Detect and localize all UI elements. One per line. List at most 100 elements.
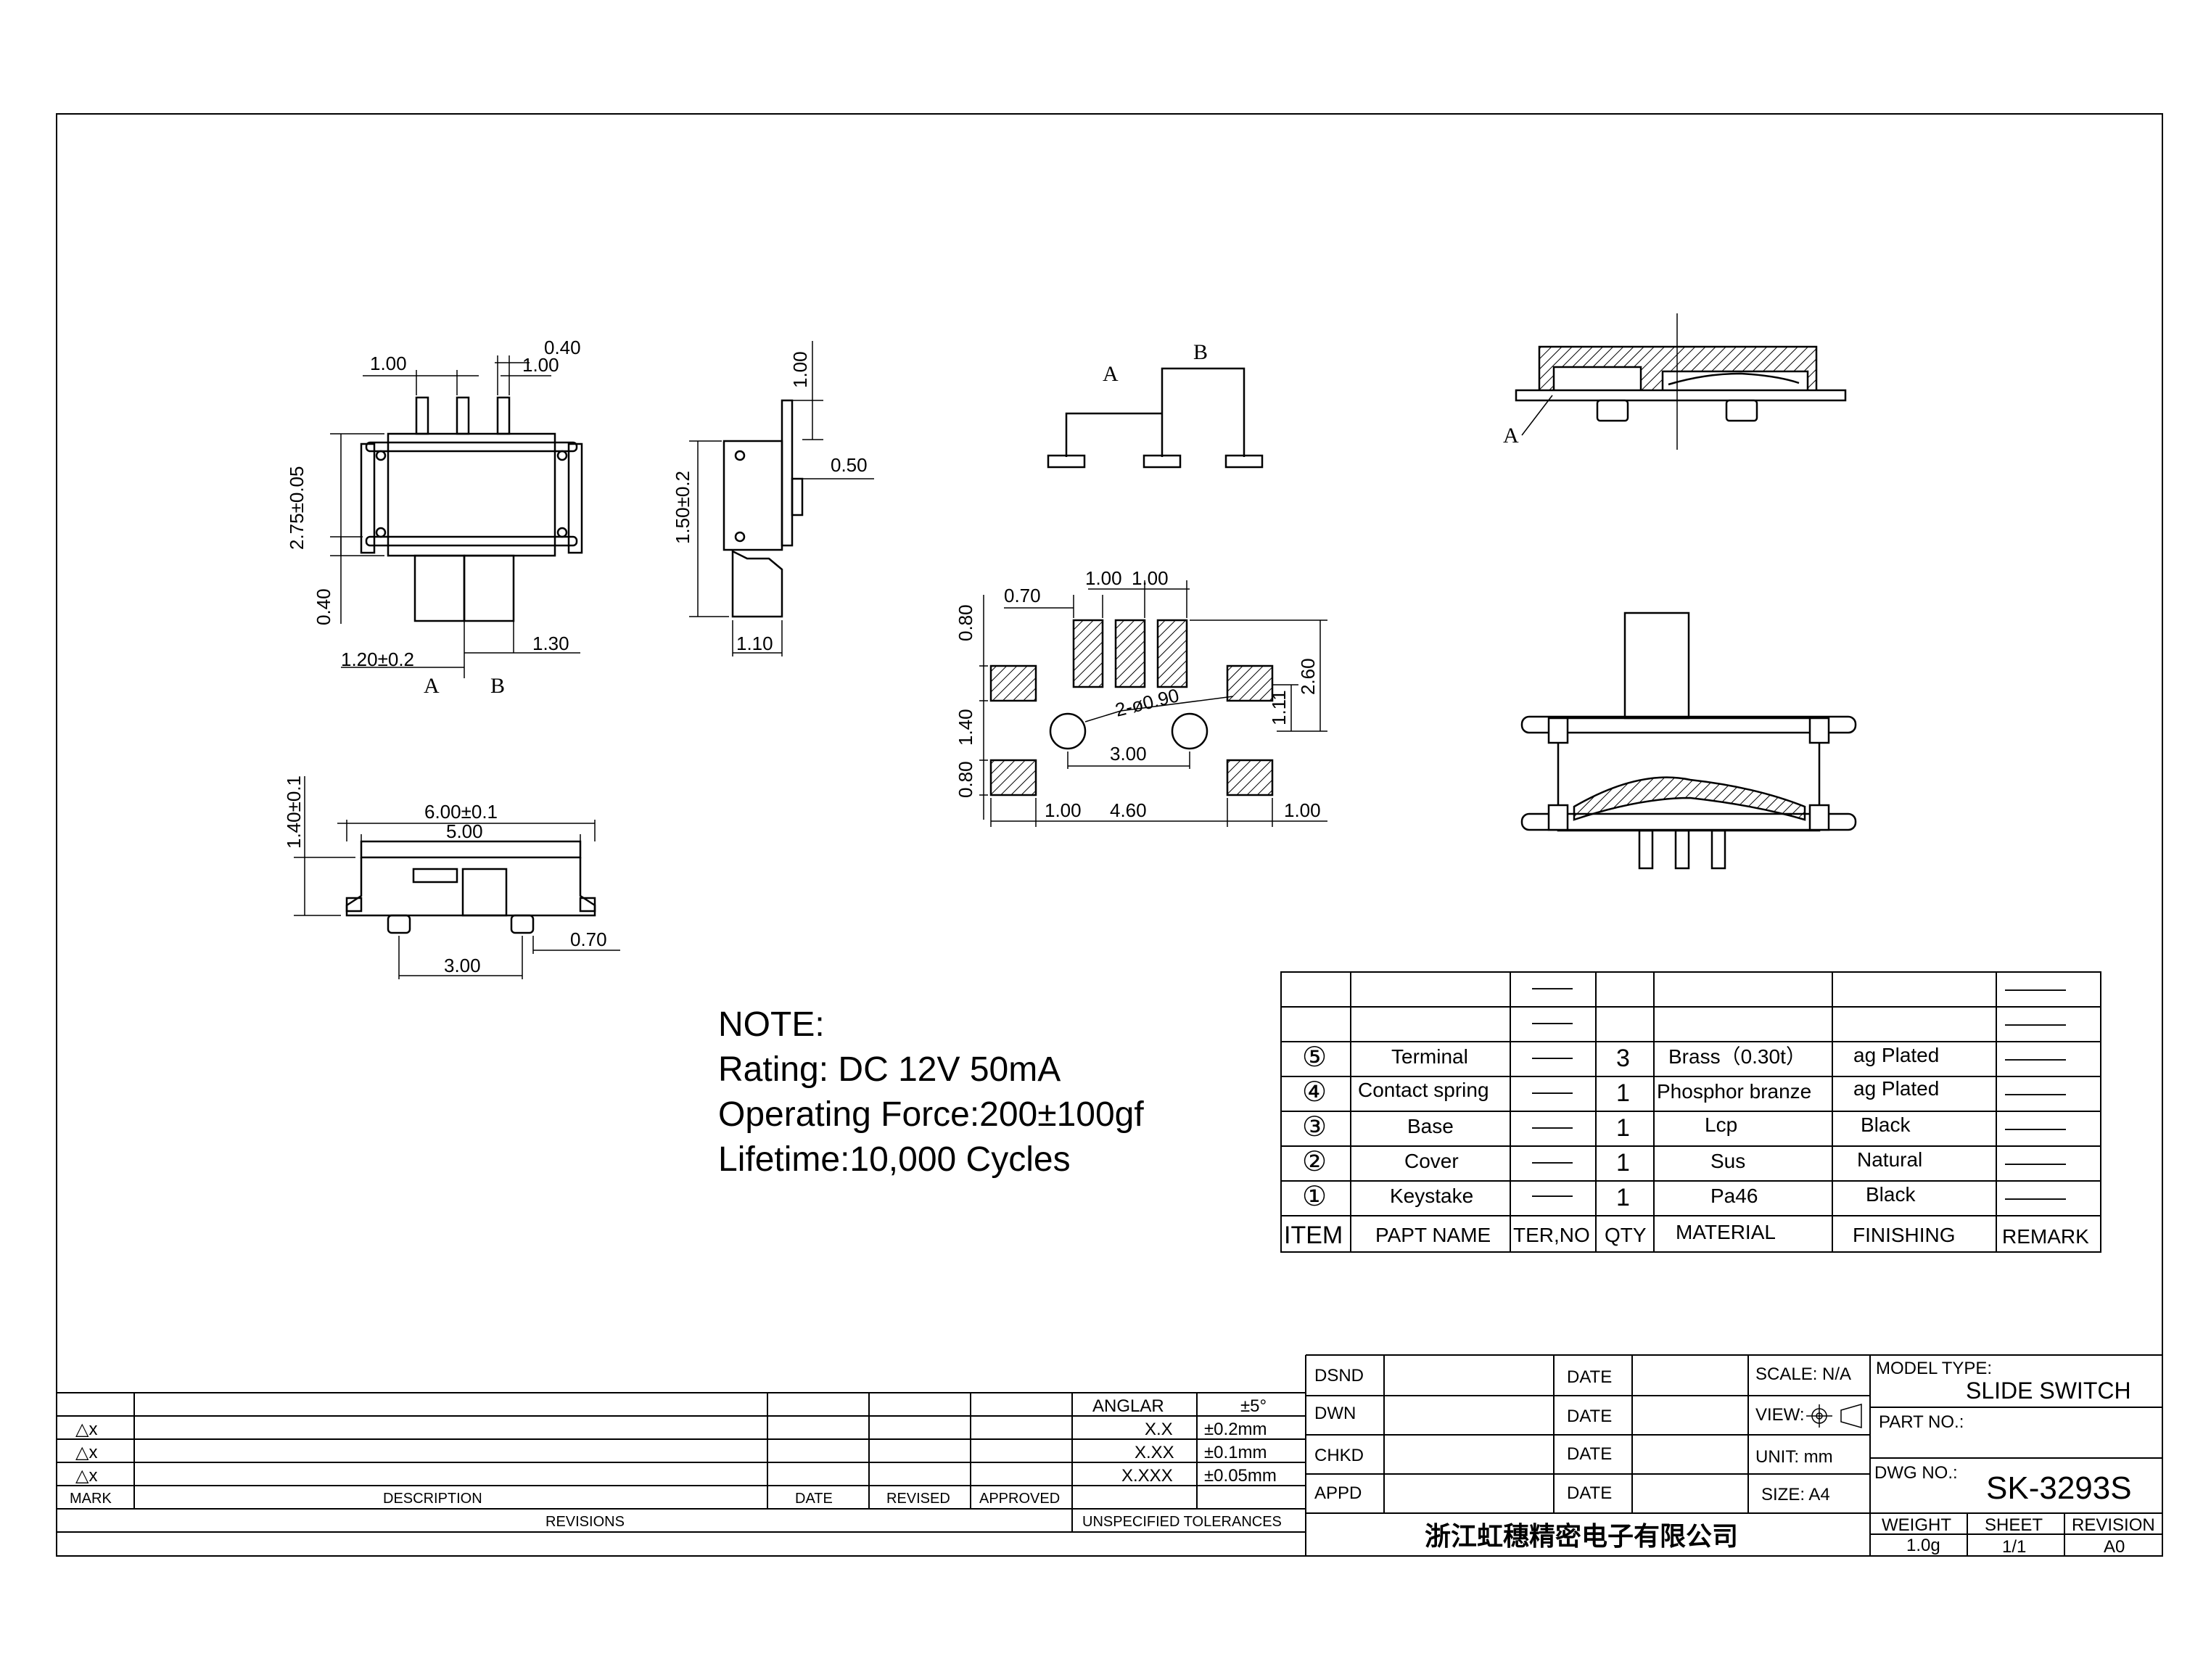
bom-row-qty: 1: [1616, 1184, 1630, 1211]
signoff-date: DATE: [1567, 1367, 1612, 1387]
bom-row-remark: ———: [2005, 1186, 2066, 1208]
bom-row-name: Cover: [1404, 1150, 1459, 1172]
bom-row-material: Brass（0.30t）: [1668, 1045, 1806, 1068]
signoff-role: APPD: [1314, 1483, 1362, 1503]
bom-row-remark: ———: [2005, 1151, 2066, 1174]
bom-header-ter: TER,NO: [1513, 1224, 1590, 1246]
bom-row-finishing: Black: [1861, 1113, 1911, 1136]
dim-0-40-b: 0.40: [313, 588, 334, 625]
pad-dim-1-00-b: 1.00: [1132, 567, 1169, 589]
side-view: [722, 399, 804, 618]
label-a: A: [424, 674, 440, 698]
pad-layout-dims: [979, 580, 1327, 827]
bom-row-ter: ——: [1532, 1080, 1573, 1103]
revision-value: A0: [2104, 1537, 2125, 1557]
top-view-dim-text: 1.00 0.40 1.00 2.75±0.05 0.40 1.20±0.2 1…: [286, 337, 581, 670]
bom-header-item: ITEM: [1284, 1222, 1343, 1249]
signoff-role: CHKD: [1314, 1446, 1364, 1465]
bom-row-qty: 3: [1616, 1045, 1630, 1072]
pad-dim-1-00-c: 1.00: [1045, 799, 1082, 821]
bom-row-qty: 1: [1616, 1114, 1630, 1142]
pad-dim-1-00-a: 1.00: [1085, 567, 1122, 589]
bom-header-remark: REMARK: [2002, 1225, 2089, 1248]
bom-row-qty: 1: [1616, 1079, 1630, 1107]
section-label-a: A: [1503, 424, 1519, 448]
dim-1-00-b: 1.00: [522, 354, 559, 376]
note-title: NOTE:: [718, 1005, 825, 1044]
bom-row-material: Phosphor branze: [1657, 1080, 1811, 1103]
dim-2-75: 2.75±0.05: [286, 466, 308, 550]
model-type: SLIDE SWITCH: [1966, 1378, 2131, 1404]
bom-header-qty: QTY: [1605, 1224, 1647, 1246]
pad-dim-0-80-a: 0.80: [955, 604, 976, 641]
bom-row-item: ③: [1302, 1112, 1327, 1142]
revision-mark: △x: [75, 1443, 97, 1462]
bom-blank-ter-2: ——: [1532, 1010, 1573, 1033]
front-dim-0-70: 0.70: [570, 928, 607, 950]
revision-approved-label: APPROVED: [979, 1491, 1060, 1507]
unit-info: UNIT: mm: [1755, 1447, 1833, 1467]
bom-row-qty: 1: [1616, 1149, 1630, 1177]
bom-row-item: ②: [1302, 1147, 1327, 1177]
pad-layout: [989, 619, 1274, 796]
revision-mark-label: MARK: [70, 1491, 112, 1507]
part-no-label: PART NO.:: [1879, 1412, 1964, 1432]
tolerance-label: X.XX: [1135, 1443, 1174, 1462]
bom-row-name: Keystake: [1390, 1185, 1473, 1207]
pad-dim-4-60: 4.60: [1110, 799, 1147, 821]
note-force: Operating Force:200±100gf: [718, 1095, 1144, 1134]
top-view-dims: [330, 355, 580, 678]
bom-row-name: Terminal: [1391, 1045, 1468, 1068]
bom-row-ter: ——: [1532, 1115, 1573, 1137]
side-dim-1-50: 1.50±0.2: [672, 471, 693, 544]
revision-revised-label: REVISED: [886, 1491, 950, 1507]
tolerance-label: ANGLAR: [1092, 1396, 1164, 1416]
pad-layout-dim-text: 0.70 1.00 1.00 0.80 1.40 0.80 2.60 1.11 …: [955, 567, 1321, 821]
side-view-dim-text: 1.00 1.50±0.2 0.50 1.10: [672, 351, 868, 654]
side-dim-0-50: 0.50: [831, 454, 868, 476]
dim-0-40: 0.40: [544, 337, 581, 358]
bom-row-item: ⑤: [1302, 1042, 1327, 1073]
bom-row-name: Contact spring: [1358, 1079, 1489, 1101]
schematic-label-a: A: [1103, 362, 1119, 386]
view-info: VIEW:: [1755, 1405, 1805, 1425]
revision-label: REVISION: [2072, 1515, 2155, 1535]
schematic-label-b: B: [1193, 340, 1208, 364]
side-dim-1-00: 1.00: [789, 351, 811, 388]
pad-dim-1-11: 1.11: [1268, 690, 1290, 725]
revision-mark: △x: [75, 1420, 97, 1439]
bom-row-material: Sus: [1710, 1150, 1745, 1172]
schematic-labels: A B: [1103, 340, 1208, 386]
tolerance-value: ±5°: [1240, 1396, 1267, 1416]
pad-dim-2-60: 2.60: [1297, 658, 1319, 695]
tolerance-value: ±0.2mm: [1204, 1420, 1267, 1439]
bom-row-ter: ——: [1532, 1150, 1573, 1172]
tolerance-label: X.XXX: [1121, 1466, 1173, 1486]
bom-row-item: ①: [1302, 1182, 1327, 1212]
revision-description-label: DESCRIPTION: [383, 1491, 482, 1507]
revision-date-label: DATE: [795, 1491, 833, 1507]
front-dim-1-40: 1.40±0.1: [283, 775, 305, 849]
assembly-view: [1520, 612, 1857, 870]
tolerance-label: X.X: [1145, 1420, 1173, 1439]
note-rating: Rating: DC 12V 50mA: [718, 1050, 1061, 1089]
bom-row-material: Pa46: [1710, 1185, 1758, 1207]
model-type-label: MODEL TYPE:: [1876, 1359, 1992, 1378]
bom-blank-ter-1: ——: [1532, 976, 1573, 998]
top-view: [360, 396, 583, 622]
tolerance-value: ±0.1mm: [1204, 1443, 1267, 1462]
signoff-role: DSND: [1314, 1366, 1364, 1385]
bom-row-remark: ———: [2005, 1116, 2066, 1139]
pad-dim-0-80-b: 0.80: [955, 761, 976, 798]
size-info: SIZE: A4: [1761, 1485, 1830, 1504]
bom-row-finishing: Natural: [1857, 1148, 1922, 1171]
bom-blank-remark-1: ———: [2005, 977, 2066, 1000]
bom-row-item: ④: [1302, 1077, 1327, 1108]
dim-1-20: 1.20±0.2: [341, 648, 414, 670]
weight-label: WEIGHT: [1882, 1515, 1951, 1535]
signoff-date: DATE: [1567, 1444, 1612, 1464]
revision-mark: △x: [75, 1466, 97, 1486]
